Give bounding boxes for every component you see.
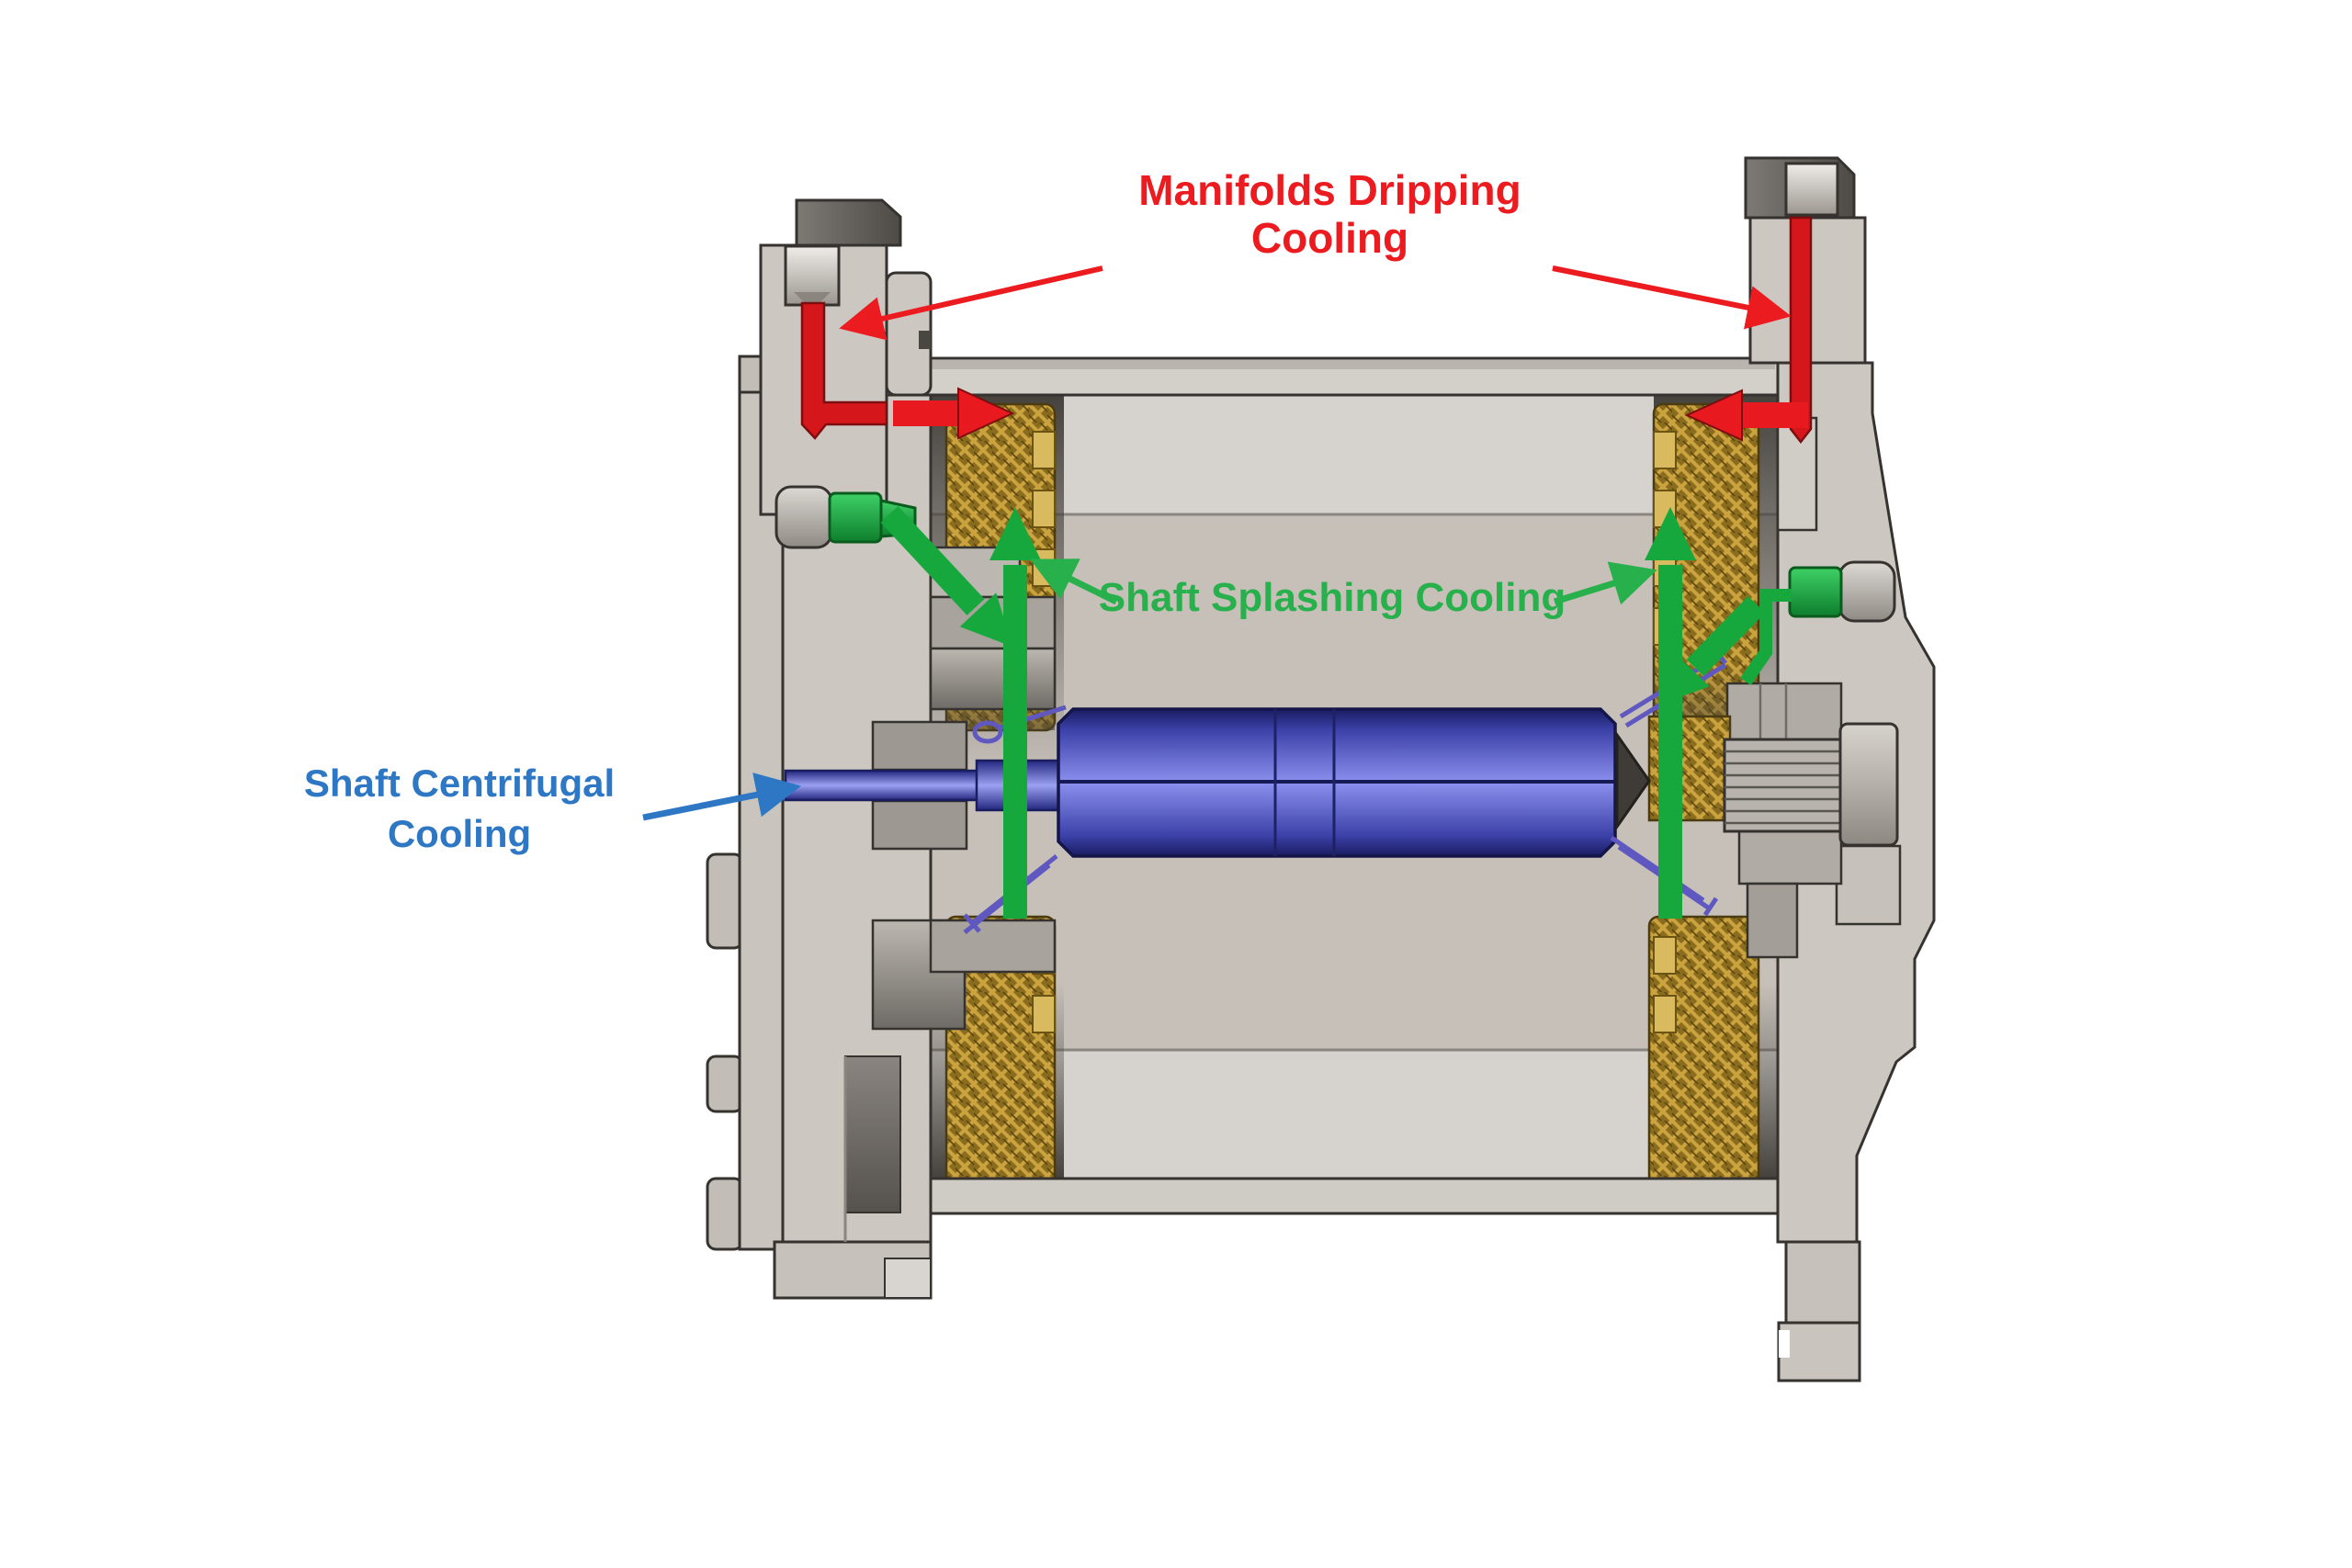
left-bearing-support — [871, 546, 1057, 1031]
bolt-left — [795, 198, 902, 247]
nozzle-right — [1740, 560, 1896, 685]
shaft-cone — [1615, 730, 1651, 831]
annotation-arrow-red-right — [1552, 265, 1792, 330]
red-arrow-right — [1684, 389, 1808, 442]
annotation-arrow-blue — [642, 773, 802, 821]
manifold-cooling-channels — [800, 216, 1813, 445]
annotation-arrow-red-left — [839, 265, 1103, 341]
splined-shaft — [1723, 722, 1899, 847]
label-shaft-centrifugal-cooling: Shaft Centrifugal Cooling — [303, 761, 616, 855]
green-arrow-right-up — [1645, 507, 1696, 919]
splash-cooling-nozzles — [775, 485, 1896, 919]
green-arrow-left-up — [989, 507, 1041, 919]
green-arrow-right-diagonal — [1661, 595, 1766, 704]
housing-frame — [899, 356, 1792, 1215]
annotation-arrow-green-right — [1553, 561, 1657, 605]
right-bearing-support — [1725, 682, 1902, 959]
green-arrow-left-diagonal — [880, 506, 1012, 647]
red-pipe-left — [800, 301, 888, 440]
label-shaft-splashing-cooling: Shaft Splashing Cooling — [1098, 575, 1566, 620]
red-arrow-left — [893, 387, 1015, 440]
label-manifolds-dripping-cooling: Manifolds Dripping Cooling — [1138, 166, 1521, 262]
annotation-arrow-green-left — [1030, 558, 1118, 605]
red-pipe-right — [1789, 216, 1813, 445]
